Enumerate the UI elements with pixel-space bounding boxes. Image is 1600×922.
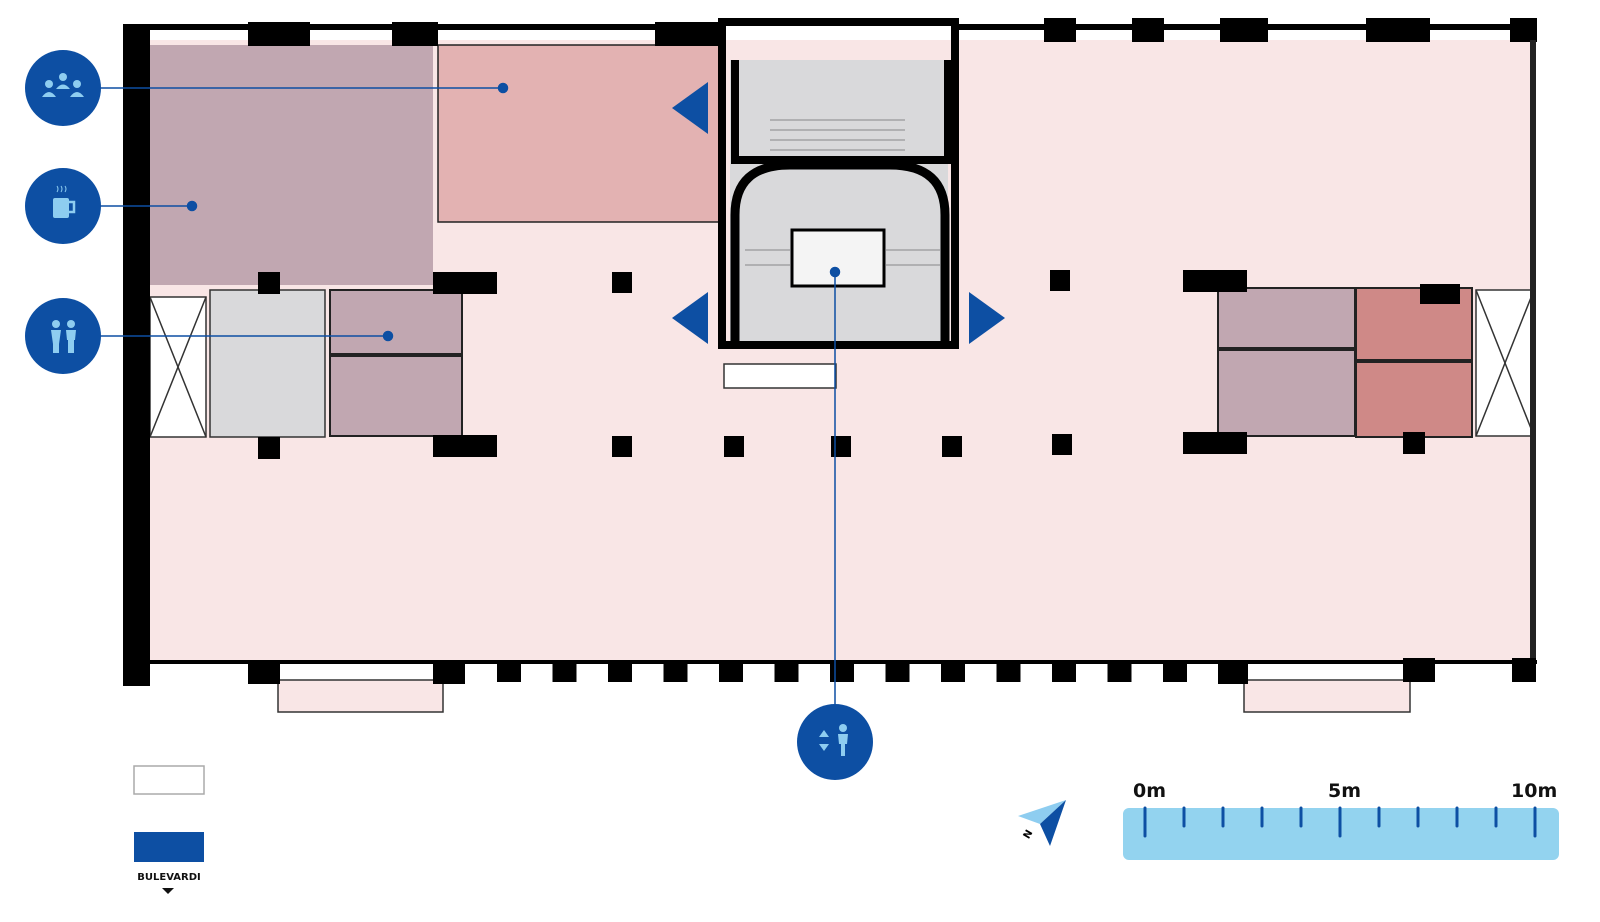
interior-wall-stubs (258, 270, 1460, 459)
wall-pier (719, 660, 743, 682)
column (831, 436, 851, 457)
restroom-left-a[interactable] (329, 289, 463, 355)
column (724, 436, 744, 457)
scale-label-10m: 10m (1511, 780, 1557, 802)
wall-pier (663, 660, 688, 682)
legend-window-swatch (133, 765, 205, 795)
callout-lines (100, 82, 841, 705)
wall-pier (996, 660, 1021, 682)
entrance-arrow-right (969, 292, 1005, 344)
stair-core-wall (718, 18, 959, 349)
column (612, 272, 632, 293)
wall-pier (1512, 658, 1536, 682)
wall-pier (885, 660, 910, 682)
stairs-arc (730, 160, 950, 345)
bay-window-left (277, 679, 444, 713)
wall-pier (1218, 660, 1248, 684)
restroom-left-b[interactable] (329, 355, 463, 437)
wall-pier (774, 660, 799, 682)
wall-pier (433, 660, 465, 684)
coffee-mug-icon (53, 185, 76, 218)
entrance-arrow-top-left (672, 82, 708, 134)
entrance-arrow-left (672, 292, 708, 344)
north-label: N (1022, 828, 1036, 841)
column (1050, 270, 1070, 291)
wall-pier (552, 660, 577, 682)
legend-street-swatch (134, 832, 204, 862)
wall-pier (1052, 660, 1076, 682)
column (942, 436, 962, 457)
callout-restroom[interactable] (25, 298, 101, 374)
wall-pier (1107, 660, 1132, 682)
shafts (149, 289, 1535, 438)
callout-elevator[interactable] (797, 704, 873, 780)
scale-label-5m: 5m (1328, 780, 1361, 802)
meeting-people-icon (42, 73, 84, 97)
wall-pier (608, 660, 632, 682)
wall-piers-top (248, 18, 1430, 46)
scale-ticks (1143, 806, 1537, 838)
room-right-lower[interactable] (1355, 361, 1473, 438)
column (1052, 434, 1072, 455)
storage-room (209, 289, 326, 438)
elevator-icon (819, 724, 848, 756)
stair-core (730, 60, 948, 345)
columns (612, 270, 1072, 457)
restroom-right-a[interactable] (1217, 287, 1356, 349)
wall-pier (1403, 658, 1435, 682)
bay-window-right (1243, 679, 1411, 713)
restroom-icon (51, 320, 76, 353)
wall-pier (497, 660, 521, 682)
wall-pier (830, 660, 854, 682)
elevator-shaft (790, 228, 886, 288)
wall-pier (248, 660, 280, 684)
wall-pier (1163, 660, 1187, 682)
wall-pier (941, 660, 965, 682)
callout-meeting-room[interactable] (25, 50, 101, 126)
meeting-room[interactable] (437, 44, 721, 223)
restroom-right-b[interactable] (1217, 349, 1356, 437)
stair-treads (745, 119, 940, 266)
wall-piers-bottom (248, 658, 1536, 684)
north-arrow-icon: N (1018, 800, 1066, 846)
scale-label-0m: 0m (1133, 780, 1166, 802)
callout-kitchen[interactable] (25, 168, 101, 244)
kitchen-room[interactable] (150, 45, 433, 285)
column (612, 436, 632, 457)
street-direction-arrow-icon (162, 888, 174, 894)
street-label: BULEVARDI (137, 872, 200, 883)
